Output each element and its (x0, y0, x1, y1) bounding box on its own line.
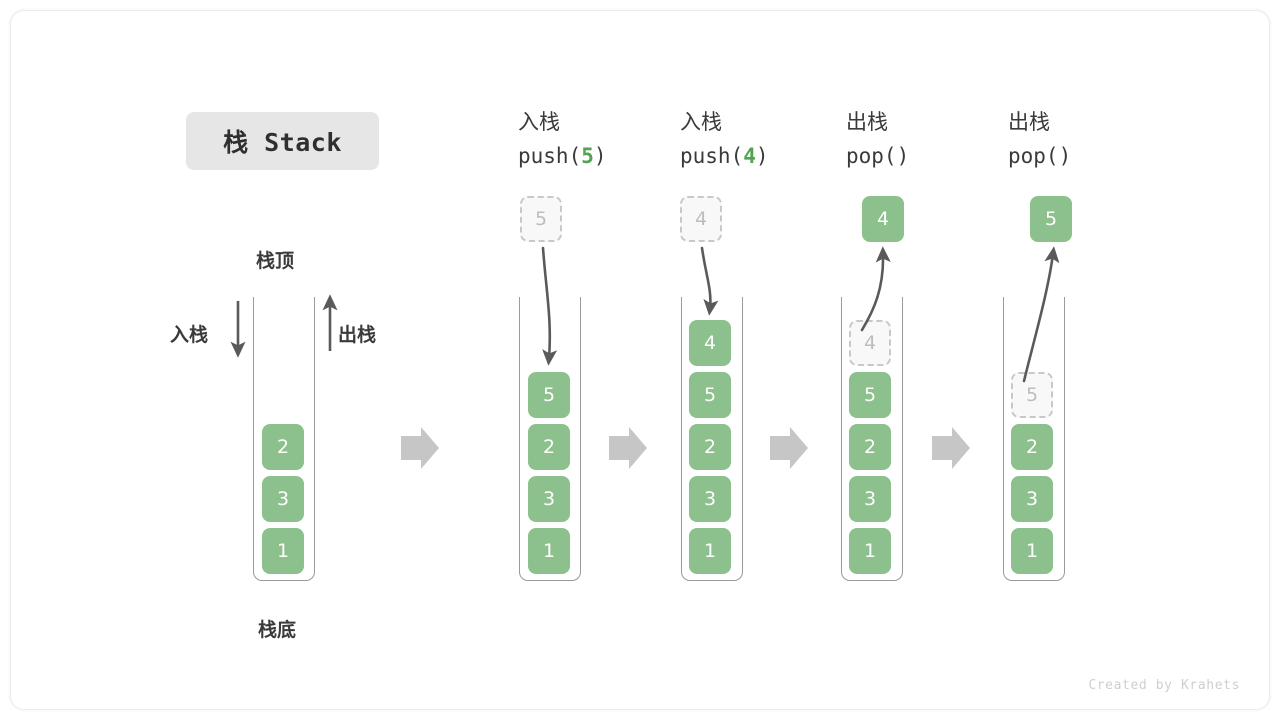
operation-caption-pop-1: 出栈 pop() (846, 105, 1016, 173)
stack-cell: 1 (262, 528, 304, 574)
stack-cell: 4 (689, 320, 731, 366)
detached-cell-popped: 4 (862, 196, 904, 242)
detached-cell-popped: 5 (1030, 196, 1072, 242)
code-prefix: push( (680, 144, 744, 168)
stack-cell: 5 (528, 372, 570, 418)
stack-cell: 3 (528, 476, 570, 522)
stack-cell-ghost: 5 (1011, 372, 1053, 418)
operation-code-label: push(5) (518, 139, 688, 173)
code-prefix: push( (518, 144, 582, 168)
detached-cell-ghost: 5 (520, 196, 562, 242)
code-prefix: pop( (846, 144, 897, 168)
stack-cell: 1 (1011, 528, 1053, 574)
code-suffix: ) (896, 144, 910, 168)
label-stack-bottom: 栈底 (258, 619, 297, 641)
stack-frame-after-push-5 (519, 297, 581, 581)
code-suffix: ) (755, 144, 769, 168)
stack-cell: 1 (528, 528, 570, 574)
operation-caption-push-4: 入栈 push(4) (680, 105, 850, 173)
stack-frame-initial (253, 297, 315, 581)
code-argument: 5 (581, 144, 594, 168)
operation-caption-push-5: 入栈 push(5) (518, 105, 688, 173)
code-suffix: ) (593, 144, 607, 168)
label-pop-direction: 出栈 (338, 324, 377, 346)
stack-cell: 2 (528, 424, 570, 470)
stack-cell: 2 (262, 424, 304, 470)
stack-cell: 5 (849, 372, 891, 418)
stack-cell: 3 (689, 476, 731, 522)
operation-cn-label: 入栈 (518, 110, 560, 134)
code-prefix: pop( (1008, 144, 1059, 168)
label-push-direction: 入栈 (170, 324, 209, 346)
stack-frame-after-pop-4 (841, 297, 903, 581)
stack-cell: 1 (689, 528, 731, 574)
stack-cell: 3 (1011, 476, 1053, 522)
stack-frame-after-push-4 (681, 297, 743, 581)
operation-cn-label: 出栈 (1008, 110, 1050, 134)
operation-code-label: pop() (846, 139, 1016, 173)
operation-code-label: push(4) (680, 139, 850, 173)
operation-cn-label: 入栈 (680, 110, 722, 134)
operation-caption-pop-2: 出栈 pop() (1008, 105, 1178, 173)
stack-frame-after-pop-5 (1003, 297, 1065, 581)
code-suffix: ) (1058, 144, 1072, 168)
stack-cell: 3 (849, 476, 891, 522)
stack-cell: 5 (689, 372, 731, 418)
page-title: 栈 Stack (186, 112, 379, 170)
stack-cell: 2 (689, 424, 731, 470)
stack-cell: 2 (849, 424, 891, 470)
footer-credit: Created by Krahets (1088, 678, 1240, 693)
stack-cell: 2 (1011, 424, 1053, 470)
stack-cell: 1 (849, 528, 891, 574)
label-stack-top: 栈顶 (256, 250, 295, 272)
detached-cell-ghost: 4 (680, 196, 722, 242)
code-argument: 4 (743, 144, 756, 168)
stack-cell-ghost: 4 (849, 320, 891, 366)
operation-cn-label: 出栈 (846, 110, 888, 134)
operation-code-label: pop() (1008, 139, 1178, 173)
stack-cell: 3 (262, 476, 304, 522)
